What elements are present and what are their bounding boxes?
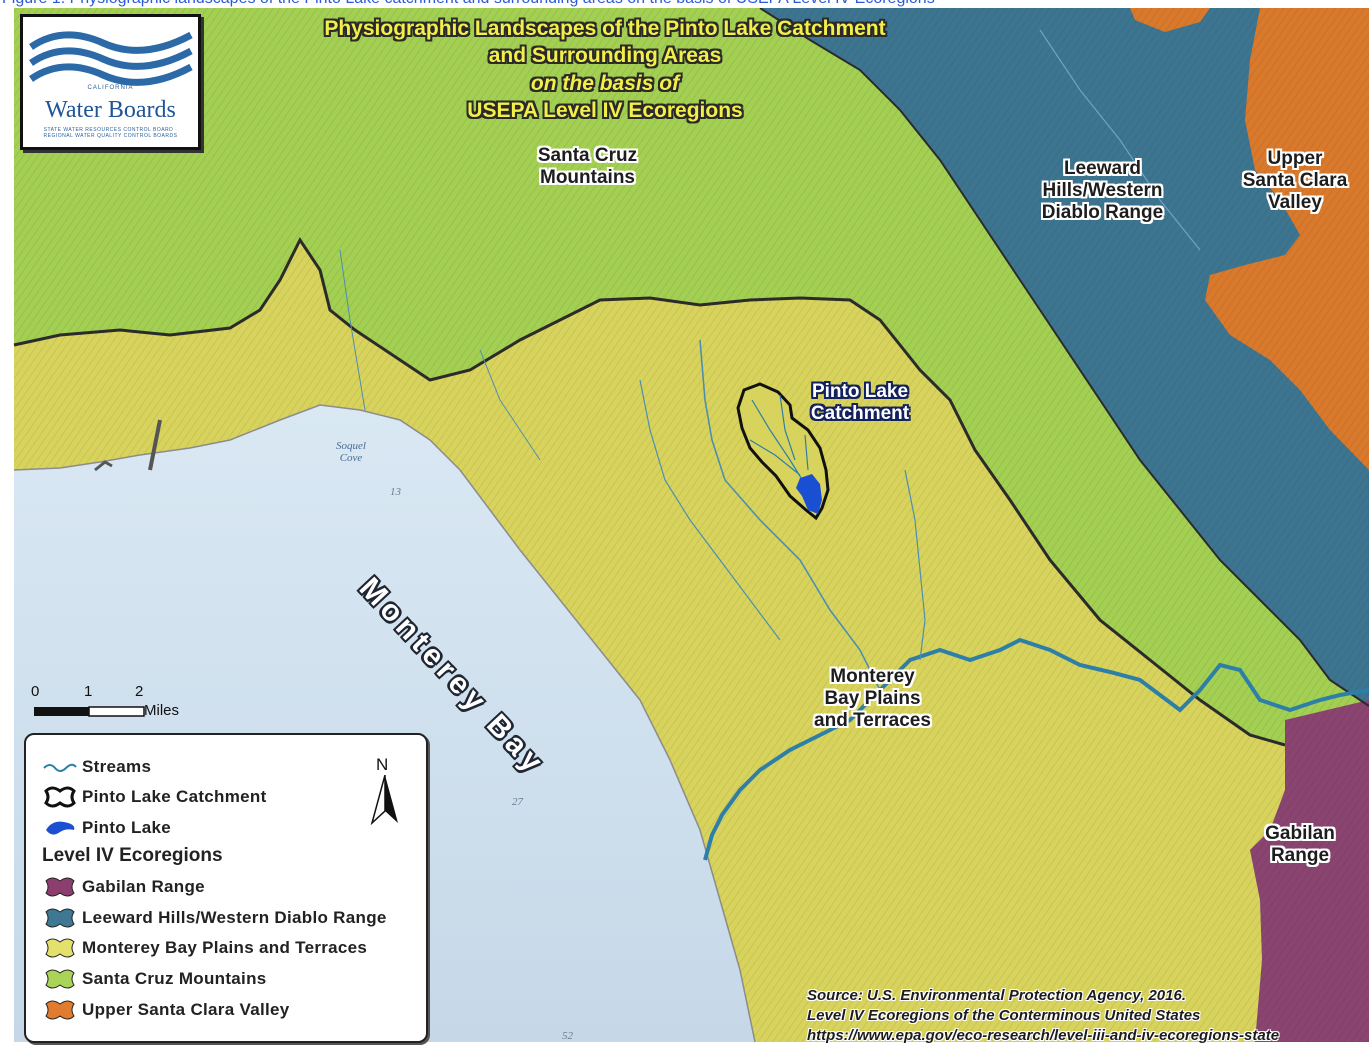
scale-bar: 0 1 2 Miles <box>28 683 198 723</box>
water-boards-logo: CALIFORNIA Water Boards STATE WATER RESO… <box>20 14 201 150</box>
swatch-monterey-icon <box>45 938 75 958</box>
legend-heading-ecoregions: Level IV Ecoregions <box>42 845 223 866</box>
wave-icon <box>29 31 193 86</box>
coastal-feature <box>148 419 162 471</box>
depth-13: 13 <box>390 486 401 498</box>
stream-pajaro <box>703 637 1369 861</box>
map-title-line-3: on the basis of <box>530 72 680 95</box>
figure-caption-text: Figure 1. Physiographic landscapes of th… <box>2 0 935 8</box>
legend-item-gabilan: Gabilan Range <box>42 873 205 901</box>
swatch-upper-santa-clara-icon <box>45 1000 75 1020</box>
boundary-line-north <box>13 237 1286 747</box>
lake-icon <box>46 821 75 835</box>
map-title-line-4: USEPA Level IV Ecoregions <box>467 99 743 122</box>
coastline <box>13 404 756 1043</box>
logo-state: CALIFORNIA <box>87 85 134 91</box>
source-line-2: Level IV Ecoregions of the Conterminous … <box>807 1007 1201 1024</box>
legend-item-leeward: Leeward Hills/Western Diablo Range <box>42 904 387 932</box>
legend: Streams Pinto Lake Catchment Pinto Lake … <box>24 733 428 1043</box>
depth-52: 52 <box>562 1030 573 1042</box>
stream-icon <box>43 763 77 772</box>
boundary-line-leeward <box>759 7 1369 707</box>
legend-item-catchment: Pinto Lake Catchment <box>42 783 267 811</box>
swatch-gabilan-icon <box>45 877 75 897</box>
stream-aptos <box>479 349 541 461</box>
catchment-streams <box>749 394 809 487</box>
pinto-lake <box>796 474 822 514</box>
stream-soquel <box>339 249 366 411</box>
depth-27: 27 <box>512 796 523 808</box>
legend-item-upper-santa-clara: Upper Santa Clara Valley <box>42 996 290 1024</box>
scale-units: Miles <box>144 702 180 719</box>
map-title-line-2: and Surrounding Areas <box>488 44 722 67</box>
legend-item-streams: Streams <box>42 753 151 781</box>
stream-salsipuedes <box>904 469 926 661</box>
coastal-feature-2 <box>94 460 113 472</box>
scale-tick-0: 0 <box>31 683 40 700</box>
swatch-santa-cruz-icon <box>45 969 75 989</box>
catchment-outline-icon <box>44 786 76 808</box>
legend-item-monterey-plains: Monterey Bay Plains and Terraces <box>42 934 367 962</box>
scale-bar-graphic <box>34 706 145 717</box>
logo-name: Water Boards <box>45 97 176 123</box>
logo-tagline: STATE WATER RESOURCES CONTROL BOARD · RE… <box>43 127 178 139</box>
source-line-1: Source: U.S. Environmental Protection Ag… <box>807 987 1186 1004</box>
figure-caption: Figure 1. Physiographic landscapes of th… <box>0 0 1369 8</box>
scale-tick-1: 1 <box>84 683 93 700</box>
scale-tick-2: 2 <box>135 683 144 700</box>
stream-corralitos <box>699 339 881 691</box>
swatch-leeward-icon <box>45 908 75 928</box>
stream-browns <box>639 379 781 641</box>
map-title-line-1: Physiographic Landscapes of the Pinto La… <box>324 17 886 40</box>
legend-item-santa-cruz: Santa Cruz Mountains <box>42 965 267 993</box>
north-arrow-icon <box>370 775 398 825</box>
stream-upper-leeward <box>1039 29 1201 251</box>
legend-item-pinto-lake: Pinto Lake <box>42 814 171 842</box>
source-url[interactable]: https://www.epa.gov/eco-research/level-i… <box>807 1027 1280 1044</box>
north-label: N <box>376 755 389 774</box>
north-arrow: N <box>370 755 400 825</box>
source-citation: Source: U.S. Environmental Protection Ag… <box>807 986 1367 1046</box>
